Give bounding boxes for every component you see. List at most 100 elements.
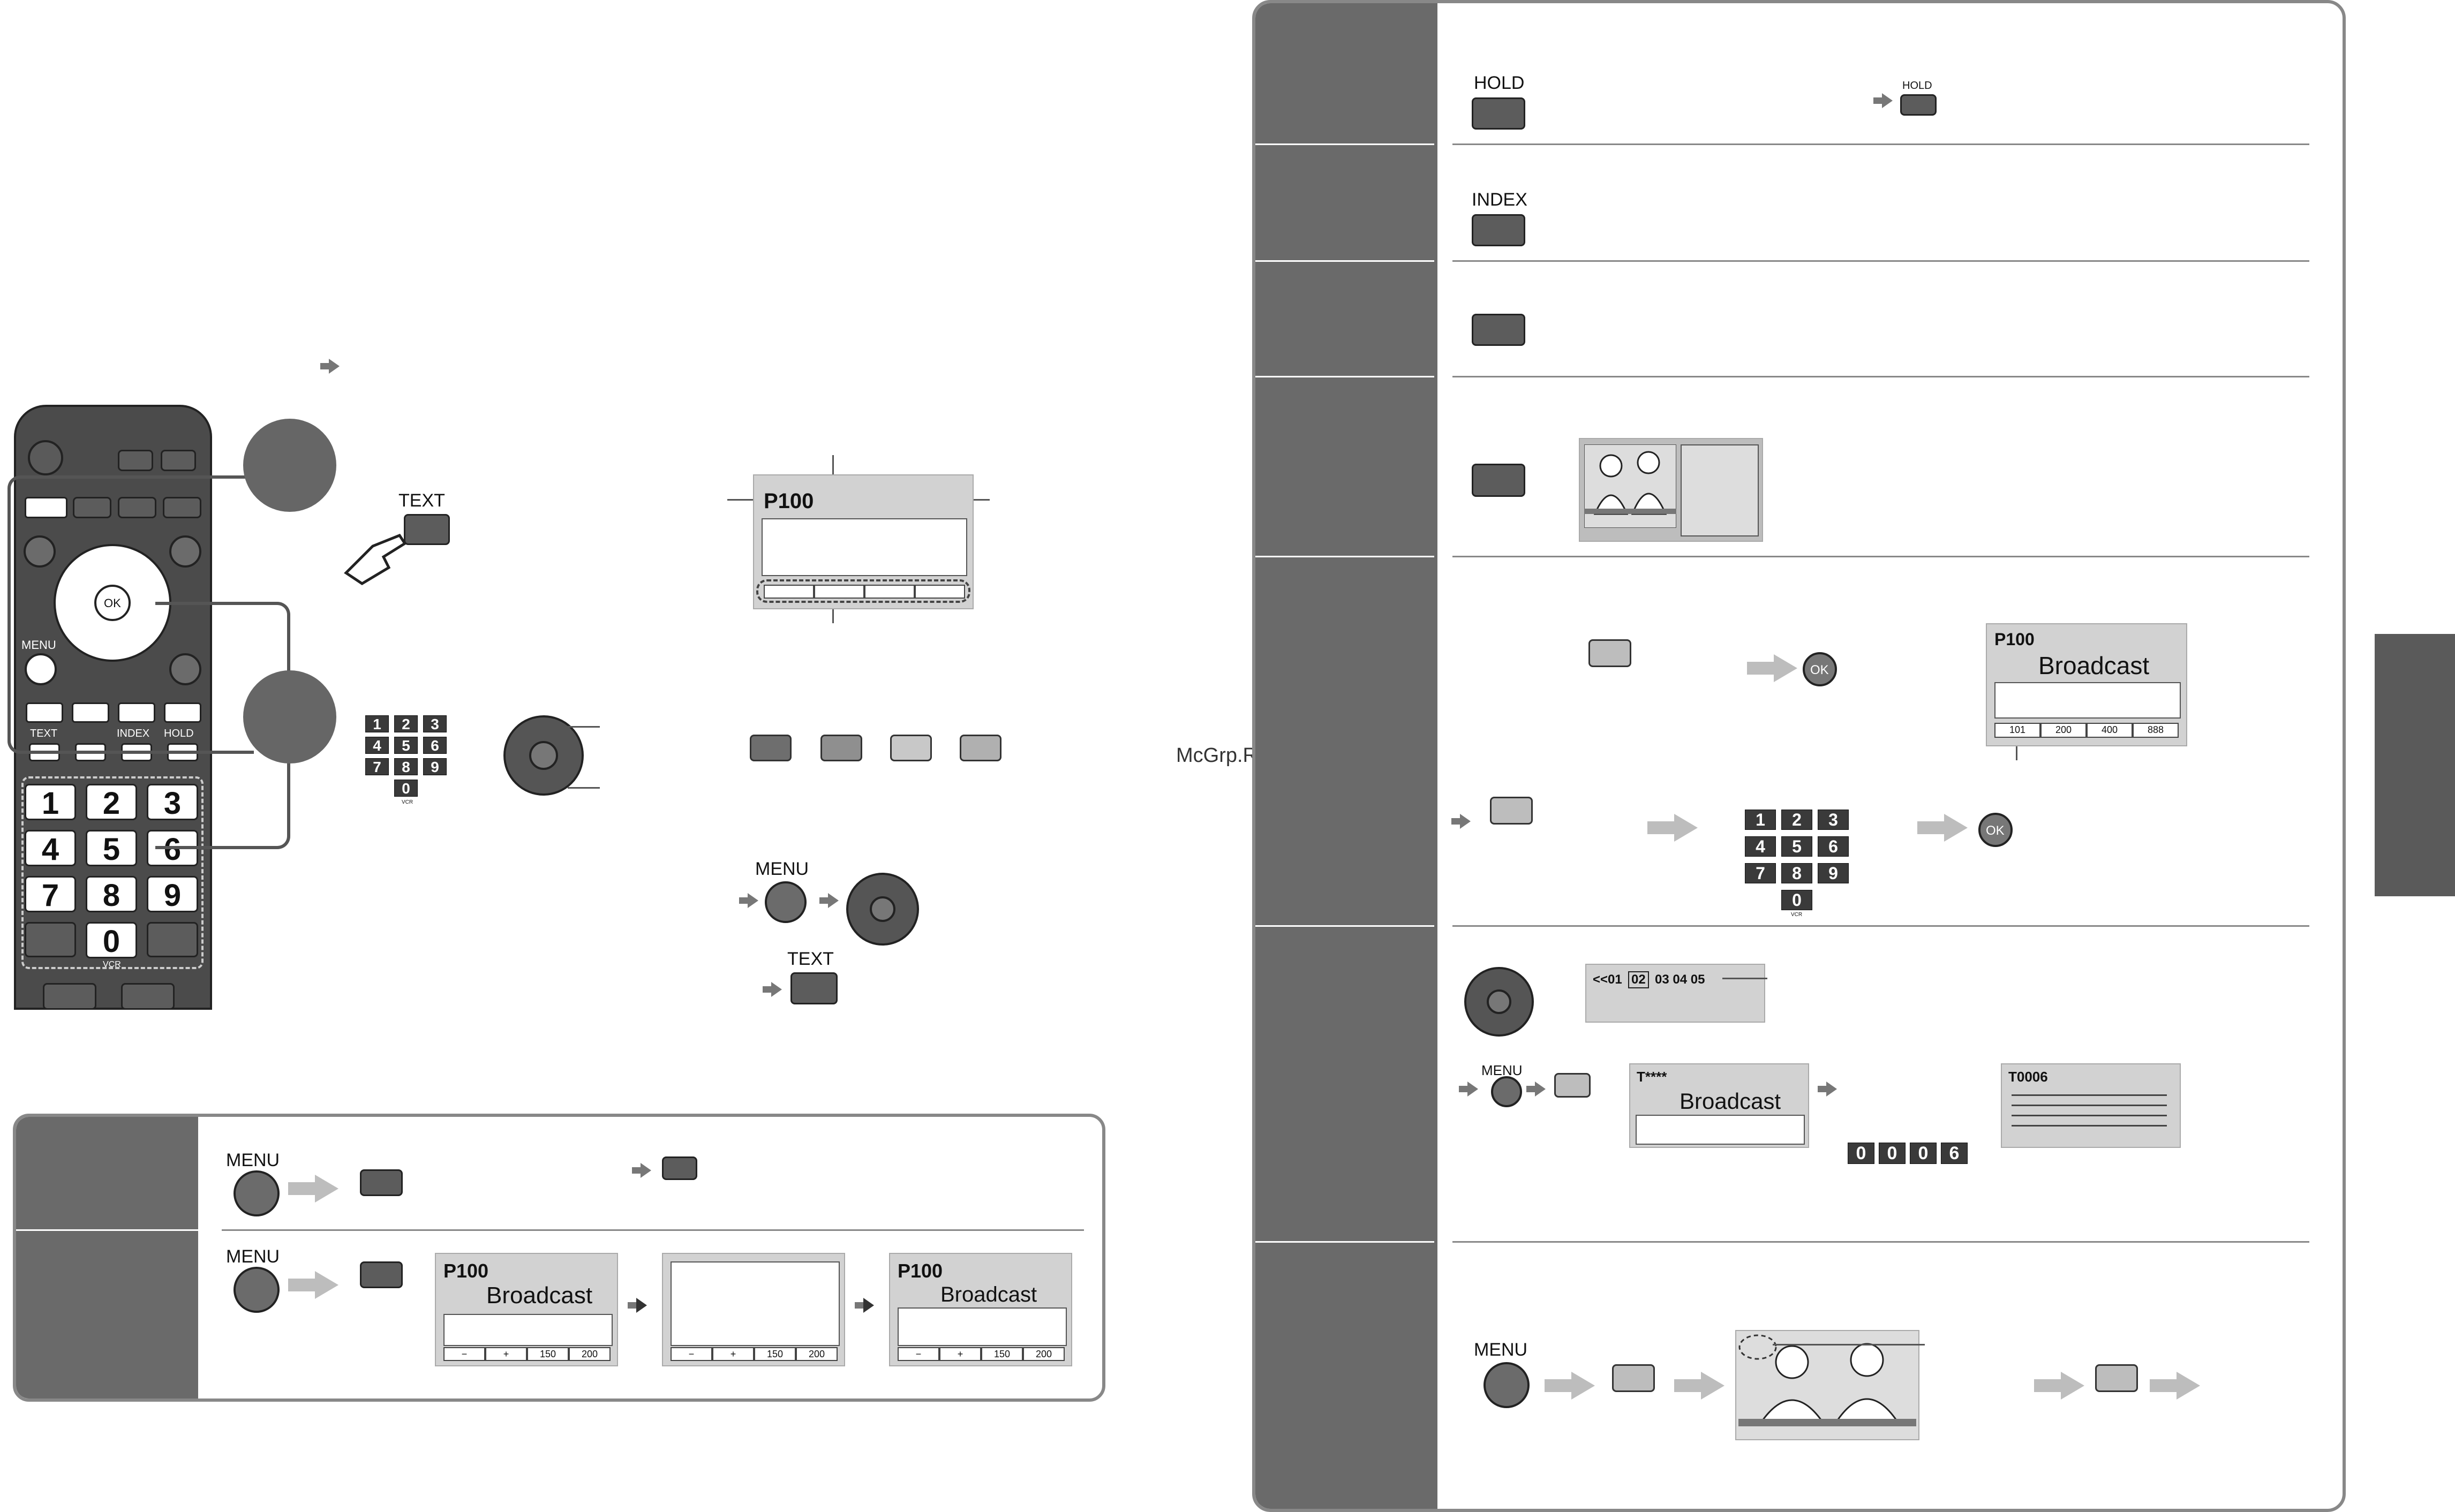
remote-round-key[interactable] — [169, 653, 201, 685]
dpad-up-down[interactable] — [503, 715, 584, 796]
remote-key[interactable] — [161, 450, 196, 471]
remote-number-key[interactable]: 3 — [147, 784, 198, 821]
remote-key[interactable] — [121, 983, 175, 1010]
hold-button[interactable] — [1472, 97, 1525, 130]
menu-label: MENU — [226, 1246, 280, 1267]
small-key[interactable]: 3 — [1818, 810, 1849, 830]
reveal-button[interactable] — [1472, 314, 1525, 346]
remote-number-key[interactable]: 8 — [86, 876, 137, 913]
small-key[interactable]: 2 — [394, 715, 418, 732]
ok-button[interactable]: OK — [94, 585, 131, 621]
small-key[interactable]: 6 — [423, 737, 447, 754]
small-key[interactable]: 0 — [1781, 890, 1812, 910]
text-button[interactable] — [790, 972, 838, 1004]
dpad-center[interactable] — [1487, 989, 1511, 1014]
page-number: P100 — [443, 1260, 489, 1282]
remote-key[interactable] — [163, 497, 201, 518]
small-key[interactable]: 6 — [1818, 836, 1849, 857]
input-key[interactable] — [25, 497, 67, 518]
remote-key[interactable] — [43, 983, 96, 1010]
index-label: INDEX — [1472, 190, 1527, 210]
color-button[interactable] — [1612, 1364, 1655, 1392]
ok-label: OK — [1986, 823, 2005, 838]
small-key[interactable]: 8 — [394, 758, 418, 775]
small-key[interactable]: 5 — [1781, 836, 1812, 857]
menu-label: MENU — [226, 1150, 280, 1170]
color-button[interactable] — [360, 1169, 403, 1196]
remote-number-key[interactable]: 2 — [86, 784, 137, 821]
color-button[interactable] — [2095, 1364, 2138, 1392]
remote-key[interactable] — [118, 450, 153, 471]
small-key[interactable]: 1 — [365, 715, 389, 732]
arrow-icon — [1818, 1082, 1837, 1097]
color-key-blue[interactable] — [164, 702, 201, 723]
menu-button[interactable] — [1491, 1076, 1522, 1107]
small-key[interactable]: 0 — [394, 780, 418, 797]
menu-button[interactable] — [25, 653, 57, 685]
red-key[interactable] — [750, 735, 792, 761]
dpad-center[interactable] — [870, 896, 895, 922]
arrow-icon — [739, 893, 758, 908]
screen-content — [898, 1307, 1067, 1346]
color-button[interactable] — [1490, 797, 1533, 825]
ok-button[interactable]: OK — [1803, 652, 1837, 686]
text-label: TEXT — [30, 728, 58, 739]
menu-button[interactable] — [234, 1267, 280, 1313]
remote-key[interactable] — [147, 922, 198, 957]
color-key-yellow[interactable] — [118, 702, 155, 723]
color-button[interactable] — [360, 1261, 403, 1288]
blue-key[interactable] — [960, 735, 1001, 761]
color-button[interactable] — [662, 1156, 697, 1180]
small-key[interactable]: 3 — [423, 715, 447, 732]
arrow-icon — [1545, 1372, 1595, 1400]
remote-number-key[interactable]: 0 — [86, 922, 137, 959]
small-key[interactable]: 9 — [1818, 863, 1849, 883]
small-key[interactable]: 8 — [1781, 863, 1812, 883]
fp-button[interactable] — [1472, 464, 1525, 497]
color-button[interactable] — [1588, 639, 1631, 667]
callout-line — [832, 455, 834, 477]
ok-button[interactable]: OK — [1978, 813, 2013, 847]
small-key[interactable]: 5 — [394, 737, 418, 754]
remote-round-key[interactable] — [169, 535, 201, 568]
divider — [222, 1229, 1084, 1231]
small-key[interactable]: 4 — [1745, 836, 1776, 857]
dpad-center[interactable] — [529, 741, 558, 770]
small-key[interactable]: 1 — [1745, 810, 1776, 830]
remote-number-key[interactable]: 5 — [86, 830, 137, 867]
remote-round-key[interactable] — [24, 535, 56, 568]
remote-number-key[interactable]: 9 — [147, 876, 198, 913]
color-key-red[interactable] — [26, 702, 63, 723]
small-key[interactable]: 7 — [365, 758, 389, 775]
small-key[interactable]: 4 — [365, 737, 389, 754]
index-button[interactable] — [1472, 214, 1525, 246]
dpad-left-right[interactable] — [846, 873, 919, 946]
yellow-key[interactable] — [890, 735, 932, 761]
color-key-green[interactable] — [72, 702, 109, 723]
subpage-rest: 03 04 05 — [1655, 972, 1705, 987]
small-key[interactable]: 7 — [1745, 863, 1776, 883]
remote-key[interactable] — [25, 922, 76, 957]
remote-dpad[interactable]: OK — [54, 544, 171, 662]
small-vcr-label: VCR — [402, 799, 413, 805]
power-button[interactable] — [28, 440, 63, 475]
fastext-tab — [814, 585, 864, 599]
arrow-icon — [1873, 93, 1893, 108]
dpad[interactable] — [1464, 967, 1534, 1037]
color-button[interactable] — [1554, 1073, 1591, 1098]
remote-key[interactable] — [118, 497, 156, 518]
small-key[interactable]: 9 — [423, 758, 447, 775]
menu-button[interactable] — [765, 881, 807, 923]
small-key[interactable]: 2 — [1781, 810, 1812, 830]
hold-button-small[interactable] — [1900, 94, 1937, 116]
remote-key[interactable] — [73, 497, 111, 518]
menu-button[interactable] — [234, 1170, 280, 1216]
green-key[interactable] — [820, 735, 862, 761]
remote-number-key[interactable]: 1 — [25, 784, 76, 821]
remote-number-key[interactable]: 4 — [25, 830, 76, 867]
hold-label: HOLD — [164, 728, 194, 739]
remote-number-key[interactable]: 7 — [25, 876, 76, 913]
menu-button[interactable] — [1483, 1362, 1530, 1408]
text-button[interactable] — [404, 514, 450, 545]
tab: 150 — [981, 1347, 1023, 1361]
